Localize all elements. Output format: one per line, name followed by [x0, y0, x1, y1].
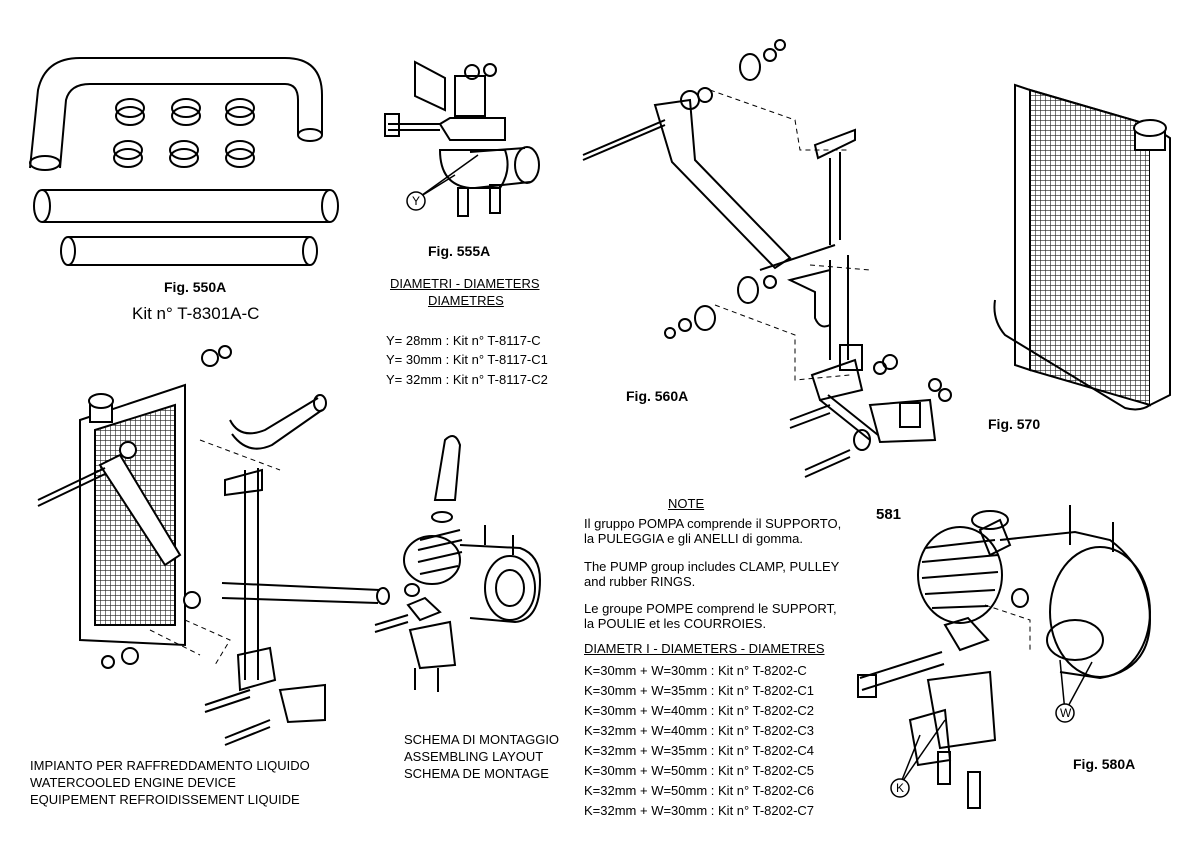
- kit-row: K=30mm + W=40mm : Kit n° T-8202-C2: [584, 703, 815, 718]
- fig555-y-leaders: [417, 154, 479, 199]
- device-caption-line: WATERCOOLED ENGINE DEVICE: [30, 775, 236, 790]
- device-caption: IMPIANTO PER RAFFREDDAMENTO LIQUIDO WATE…: [30, 757, 310, 808]
- fig555-diameters-title: DIAMETRI - DIAMETERS: [390, 276, 540, 291]
- assembly-pump: [374, 511, 542, 692]
- device-caption-line: IMPIANTO PER RAFFREDDAMENTO LIQUIDO: [30, 758, 310, 773]
- assembly-radiator: [37, 345, 232, 669]
- fig580-label: Fig. 580A: [1073, 756, 1136, 772]
- fig555-row: Y= 30mm : Kit n° T-8117-C1: [386, 352, 548, 367]
- fig550-label: Fig. 550A: [164, 279, 227, 295]
- note-line: la POULIE et les COURROIES.: [584, 616, 767, 631]
- fig550-straight-hoses: [33, 189, 339, 266]
- kit-row: K=32mm + W=30mm : Kit n° T-8202-C7: [584, 803, 815, 818]
- assembly-caption-line: SCHEMA DI MONTAGGIO: [404, 732, 560, 747]
- fig580-callout-k: K: [896, 781, 905, 795]
- note-title: NOTE: [668, 496, 705, 511]
- fig550-hose-clamps: [113, 98, 255, 168]
- fig580-dash-guides: [984, 604, 1031, 650]
- fig560-dash-guides: [709, 89, 871, 381]
- fig555-callout-y: Y: [412, 194, 421, 208]
- assembly-hoses: [204, 394, 462, 746]
- fig581-label: 581: [876, 506, 902, 523]
- kit-row: K=30mm + W=35mm : Kit n° T-8202-C1: [584, 683, 815, 698]
- kit-row: K=32mm + W=40mm : Kit n° T-8202-C3: [584, 723, 815, 738]
- fig570-label: Fig. 570: [988, 416, 1041, 432]
- assembly-caption-line: SCHEMA DE MONTAGE: [404, 766, 549, 781]
- fig555-diameters-subtitle: DIAMETRES: [428, 293, 504, 308]
- fig555-clamp-support: [384, 60, 540, 217]
- note-italian: Il gruppo POMPA comprende il SUPPORTO, l…: [584, 516, 841, 546]
- note-line: The PUMP group includes CLAMP, PULLEY: [584, 559, 840, 574]
- fig580-callout-w: W: [1060, 706, 1072, 720]
- kit-row: K=32mm + W=50mm : Kit n° T-8202-C6: [584, 783, 815, 798]
- note-line: and rubber RINGS.: [584, 574, 696, 589]
- fig555-row: Y= 28mm : Kit n° T-8117-C: [386, 333, 541, 348]
- note-diameters-title: DIAMETR I - DIAMETERS - DIAMETRES: [584, 641, 825, 656]
- note-english: The PUMP group includes CLAMP, PULLEY an…: [584, 559, 839, 589]
- note-line: Il gruppo POMPA comprende il SUPPORTO,: [584, 516, 842, 531]
- note-line: la PULEGGIA e gli ANELLI di gomma.: [584, 531, 803, 546]
- note-line: Le groupe POMPE comprend le SUPPORT,: [584, 601, 837, 616]
- assembly-dash-guides: [149, 439, 281, 666]
- assembly-caption-line: ASSEMBLING LAYOUT: [404, 749, 544, 764]
- fig560-bracket: [582, 39, 952, 478]
- kit-row: K=32mm + W=35mm : Kit n° T-8202-C4: [584, 743, 815, 758]
- kit-row: K=30mm + W=30mm : Kit n° T-8202-C: [584, 663, 807, 678]
- device-caption-line: EQUIPEMENT REFROIDISSEMENT LIQUIDE: [30, 792, 300, 807]
- kit-row: K=30mm + W=50mm : Kit n° T-8202-C5: [584, 763, 815, 778]
- note-french: Le groupe POMPE comprend le SUPPORT, la …: [584, 601, 837, 631]
- fig550-u-hose: [29, 57, 323, 171]
- fig560-label: Fig. 560A: [626, 388, 689, 404]
- assembly-layout-caption: SCHEMA DI MONTAGGIO ASSEMBLING LAYOUT SC…: [404, 731, 559, 782]
- fig555-row: Y= 32mm : Kit n° T-8117-C2: [386, 372, 548, 387]
- fig580-pump: [857, 505, 1152, 809]
- fig550-kit-number: Kit n° T-8301A-C: [132, 304, 260, 323]
- fig555-label: Fig. 555A: [428, 243, 491, 259]
- fig570-radiator: [993, 83, 1171, 411]
